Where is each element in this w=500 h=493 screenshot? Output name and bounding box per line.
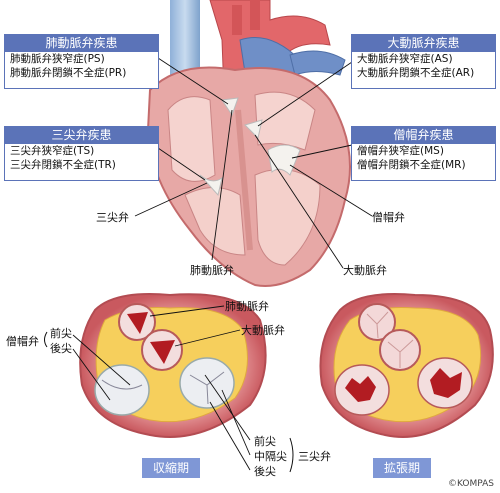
tricuspid-box-line-1: 三尖弁狭窄症(TS)	[10, 145, 95, 157]
diastole-pulmonary-valve	[358, 303, 396, 341]
pulmonary-valve-disease-box: 肺動脈弁疾患 肺動脈弁狭窄症(PS) 肺動脈弁閉鎖不全症(PR)	[4, 34, 159, 89]
valve-label-mitral: 僧帽弁	[6, 335, 39, 348]
valve-label-mitral-posterior: 後尖	[50, 342, 72, 355]
heart-label-mitral: 僧帽弁	[372, 211, 405, 224]
systole-mitral-valve	[94, 364, 150, 416]
valves-diastole	[319, 293, 494, 438]
valve-label-tri-posterior: 後尖	[254, 465, 276, 478]
copyright-text: ©KOMPAS	[448, 479, 494, 489]
heart-outer-wall	[146, 66, 351, 287]
diastole-aortic-valve	[379, 329, 421, 371]
tricuspid-valve-leaflets	[199, 174, 223, 197]
heart-label-aortic: 大動脈弁	[343, 264, 387, 277]
pulmonary-box-title: 肺動脈弁疾患	[5, 35, 158, 52]
phase-systole-tag: 収縮期	[142, 458, 200, 478]
tricuspid-box-title: 三尖弁疾患	[5, 127, 158, 144]
pulmonary-box-line-1: 肺動脈弁狭窄症(PS)	[10, 53, 105, 65]
valve-label-pulmonary: 肺動脈弁	[225, 300, 269, 313]
left-atrium	[254, 91, 316, 151]
pulmonary-box-line-2: 肺動脈弁閉鎖不全症(PR)	[10, 67, 127, 79]
valve-label-tricuspid: 三尖弁	[298, 450, 331, 463]
heart-label-pulmonary: 肺動脈弁	[190, 264, 234, 277]
leader-lines-heart	[134, 57, 373, 269]
aortic-box-title: 大動脈弁疾患	[352, 35, 495, 52]
mitral-box-line-1: 僧帽弁狭窄症(MS)	[357, 145, 444, 157]
mitral-box-title: 僧帽弁疾患	[352, 127, 495, 144]
leader-lines-valves	[44, 305, 294, 473]
systole-tricuspid-valve	[179, 357, 235, 409]
heart-label-tricuspid: 三尖弁	[96, 211, 129, 224]
valves-systole	[79, 293, 267, 438]
phase-diastole-tag: 拡張期	[373, 458, 431, 478]
mitral-valve-disease-box: 僧帽弁疾患 僧帽弁狭窄症(MS) 僧帽弁閉鎖不全症(MR)	[351, 126, 496, 181]
valve-label-tri-anterior: 前尖	[254, 435, 276, 448]
tricuspid-box-line-2: 三尖弁閉鎖不全症(TR)	[10, 159, 116, 171]
aortic-valve-leaflets	[244, 119, 263, 139]
heart-cross-section	[146, 0, 351, 287]
mitral-box-line-2: 僧帽弁閉鎖不全症(MR)	[357, 159, 466, 171]
valve-label-mitral-anterior: 前尖	[50, 327, 72, 340]
aortic-box-line-1: 大動脈弁狭窄症(AS)	[357, 53, 453, 65]
aortic-box-line-2: 大動脈弁閉鎖不全症(AR)	[357, 67, 475, 79]
tricuspid-valve-disease-box: 三尖弁疾患 三尖弁狭窄症(TS) 三尖弁閉鎖不全症(TR)	[4, 126, 159, 181]
aortic-valve-disease-box: 大動脈弁疾患 大動脈弁狭窄症(AS) 大動脈弁閉鎖不全症(AR)	[351, 34, 496, 89]
right-atrium	[167, 96, 216, 182]
valve-label-tri-septal: 中隔尖	[254, 450, 287, 463]
valve-label-aortic: 大動脈弁	[241, 324, 285, 337]
right-ventricle	[184, 187, 246, 256]
